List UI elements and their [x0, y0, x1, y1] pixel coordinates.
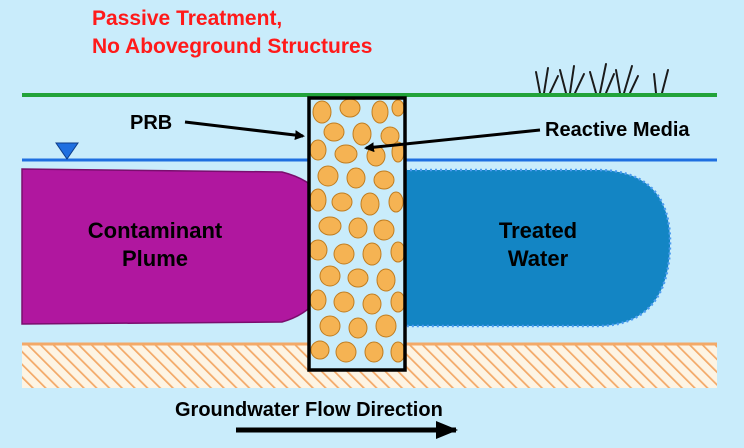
flow-direction-label: Groundwater Flow Direction	[175, 399, 443, 421]
reactive-media-pointer-arrow	[364, 128, 541, 153]
media-particle	[376, 268, 396, 292]
media-particle	[331, 192, 353, 212]
media-particle	[335, 341, 357, 363]
media-particle	[373, 170, 395, 190]
media-particle	[390, 241, 406, 263]
treated-label-line-1: Treated	[499, 218, 577, 243]
water-table-triangle-icon	[55, 142, 79, 160]
media-particle	[391, 99, 405, 117]
treated-water-zone	[393, 168, 672, 328]
media-particle	[347, 268, 369, 288]
media-particle	[318, 216, 342, 236]
media-particle	[339, 98, 361, 118]
media-particle	[309, 289, 327, 311]
title-line-1: Passive Treatment,	[92, 7, 282, 30]
media-particle	[323, 122, 345, 142]
media-particle	[371, 100, 389, 124]
media-particle	[352, 122, 372, 146]
reactive-media-particles	[308, 98, 406, 363]
media-particle	[360, 192, 380, 216]
prb-wall	[307, 96, 407, 372]
media-particle	[309, 139, 327, 161]
title-line-2: No Aboveground Structures	[92, 35, 372, 58]
media-particle	[310, 340, 330, 360]
media-particle	[346, 167, 366, 189]
media-particle	[362, 242, 382, 266]
media-particle	[348, 317, 368, 339]
media-particle	[333, 291, 355, 313]
media-particle	[334, 144, 358, 164]
media-particle	[317, 165, 339, 187]
media-particle	[364, 341, 384, 363]
prb-label: PRB	[130, 112, 172, 134]
media-particle	[362, 293, 382, 315]
treated-label-line-2: Water	[508, 246, 569, 271]
media-particle	[319, 265, 341, 287]
media-particle	[388, 191, 404, 213]
media-particle	[348, 217, 368, 239]
media-particle	[390, 291, 406, 313]
prb-pointer-arrow	[184, 120, 305, 141]
media-particle	[308, 239, 328, 261]
media-particle	[333, 243, 355, 265]
media-particle	[373, 219, 395, 241]
plume-label-line-1: Contaminant	[88, 218, 223, 243]
media-particle	[312, 100, 332, 124]
plume-label-line-2: Plume	[122, 246, 188, 271]
media-particle	[390, 341, 406, 363]
media-particle	[309, 188, 327, 212]
media-particle	[375, 314, 397, 338]
grass-icon	[535, 63, 669, 94]
reactive-media-label: Reactive Media	[545, 119, 690, 141]
media-particle	[319, 315, 341, 337]
